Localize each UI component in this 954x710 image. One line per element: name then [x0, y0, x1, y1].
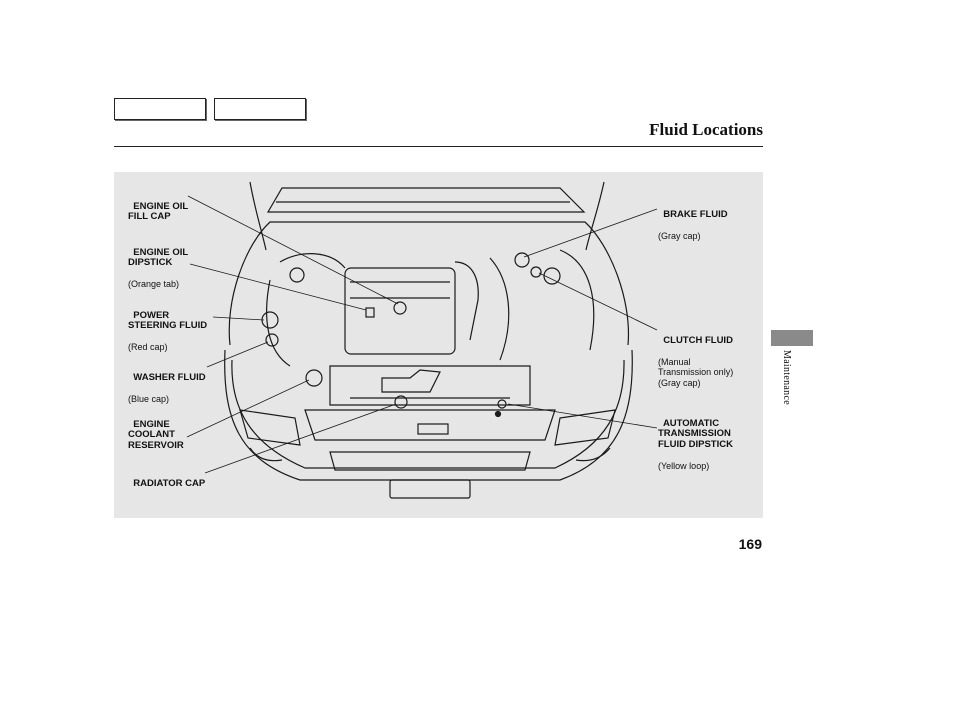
- radiator-cover: [329, 365, 531, 406]
- engine-oil-dipstick-tab: [365, 307, 375, 318]
- label-automatic-transmission-text: AUTOMATIC TRANSMISSION FLUID DIPSTICK: [658, 417, 733, 450]
- label-engine-coolant-reservoir: ENGINE COOLANT RESERVOIR: [128, 409, 184, 451]
- label-engine-oil-dipstick-note: (Orange tab): [128, 279, 180, 289]
- label-power-steering-note: (Red cap): [128, 342, 168, 352]
- power-steering-cap: [261, 311, 279, 329]
- tow-hook-cover: [389, 479, 471, 499]
- label-engine-oil-fill-cap: ENGINE OIL FILL CAP: [128, 191, 188, 223]
- label-brake-fluid-text: BRAKE FLUID: [663, 208, 728, 220]
- hood-edge-left: [249, 181, 267, 251]
- label-engine-oil-dipstick-text: ENGINE OIL DIPSTICK: [128, 246, 189, 268]
- label-washer-fluid-note: (Blue cap): [128, 393, 170, 404]
- label-brake-fluid: BRAKE FLUID (Gray cap): [658, 199, 728, 252]
- section-tab: [771, 330, 813, 346]
- label-clutch-fluid: CLUTCH FLUID (Manual Transmission only) …: [658, 325, 733, 399]
- label-brake-fluid-note: (Gray cap): [658, 230, 701, 241]
- washer-fluid-cap: [265, 333, 279, 347]
- engine-oil-fill-cap: [393, 301, 407, 315]
- label-washer-fluid-text: WASHER FLUID: [133, 371, 206, 383]
- engine-block: [344, 267, 456, 355]
- label-clutch-fluid-note: (Manual Transmission only) (Gray cap): [658, 356, 734, 388]
- coolant-reservoir-cap: [305, 369, 323, 387]
- label-automatic-transmission-note: (Yellow loop): [658, 460, 710, 471]
- radiator-cap: [394, 395, 408, 409]
- hood-edge-right: [585, 181, 605, 251]
- page-title: Fluid Locations: [649, 120, 763, 139]
- nav-button-index[interactable]: [214, 98, 306, 120]
- brake-fluid-cap: [514, 252, 530, 268]
- title-divider: [114, 146, 763, 147]
- grille: [304, 409, 556, 441]
- page-number: 169: [738, 536, 762, 552]
- hood-panel: [266, 187, 586, 213]
- label-clutch-fluid-text: CLUTCH FLUID: [663, 334, 733, 346]
- nav-button-contents[interactable]: [114, 98, 206, 120]
- label-engine-coolant-text: ENGINE COOLANT RESERVOIR: [128, 418, 184, 451]
- clutch-fluid-cap: [530, 266, 542, 278]
- atf-dipstick-loop: [497, 399, 507, 409]
- label-washer-fluid: WASHER FLUID (Blue cap): [128, 362, 206, 415]
- label-radiator-cap: RADIATOR CAP: [128, 468, 205, 489]
- engine-compartment-figure: [114, 172, 763, 518]
- label-engine-oil-fill-cap-text: ENGINE OIL FILL CAP: [128, 200, 189, 222]
- label-power-steering-fluid: POWER STEERING FLUID (Red cap): [128, 300, 207, 363]
- label-radiator-cap-text: RADIATOR CAP: [133, 477, 206, 489]
- label-power-steering-text: POWER STEERING FLUID: [128, 309, 208, 331]
- label-automatic-transmission-fluid: AUTOMATIC TRANSMISSION FLUID DIPSTICK (Y…: [658, 408, 733, 482]
- coolant-area-cap: [289, 267, 305, 283]
- label-engine-oil-dipstick: ENGINE OIL DIPSTICK (Orange tab): [128, 237, 188, 300]
- section-label: Maintenance: [781, 350, 792, 405]
